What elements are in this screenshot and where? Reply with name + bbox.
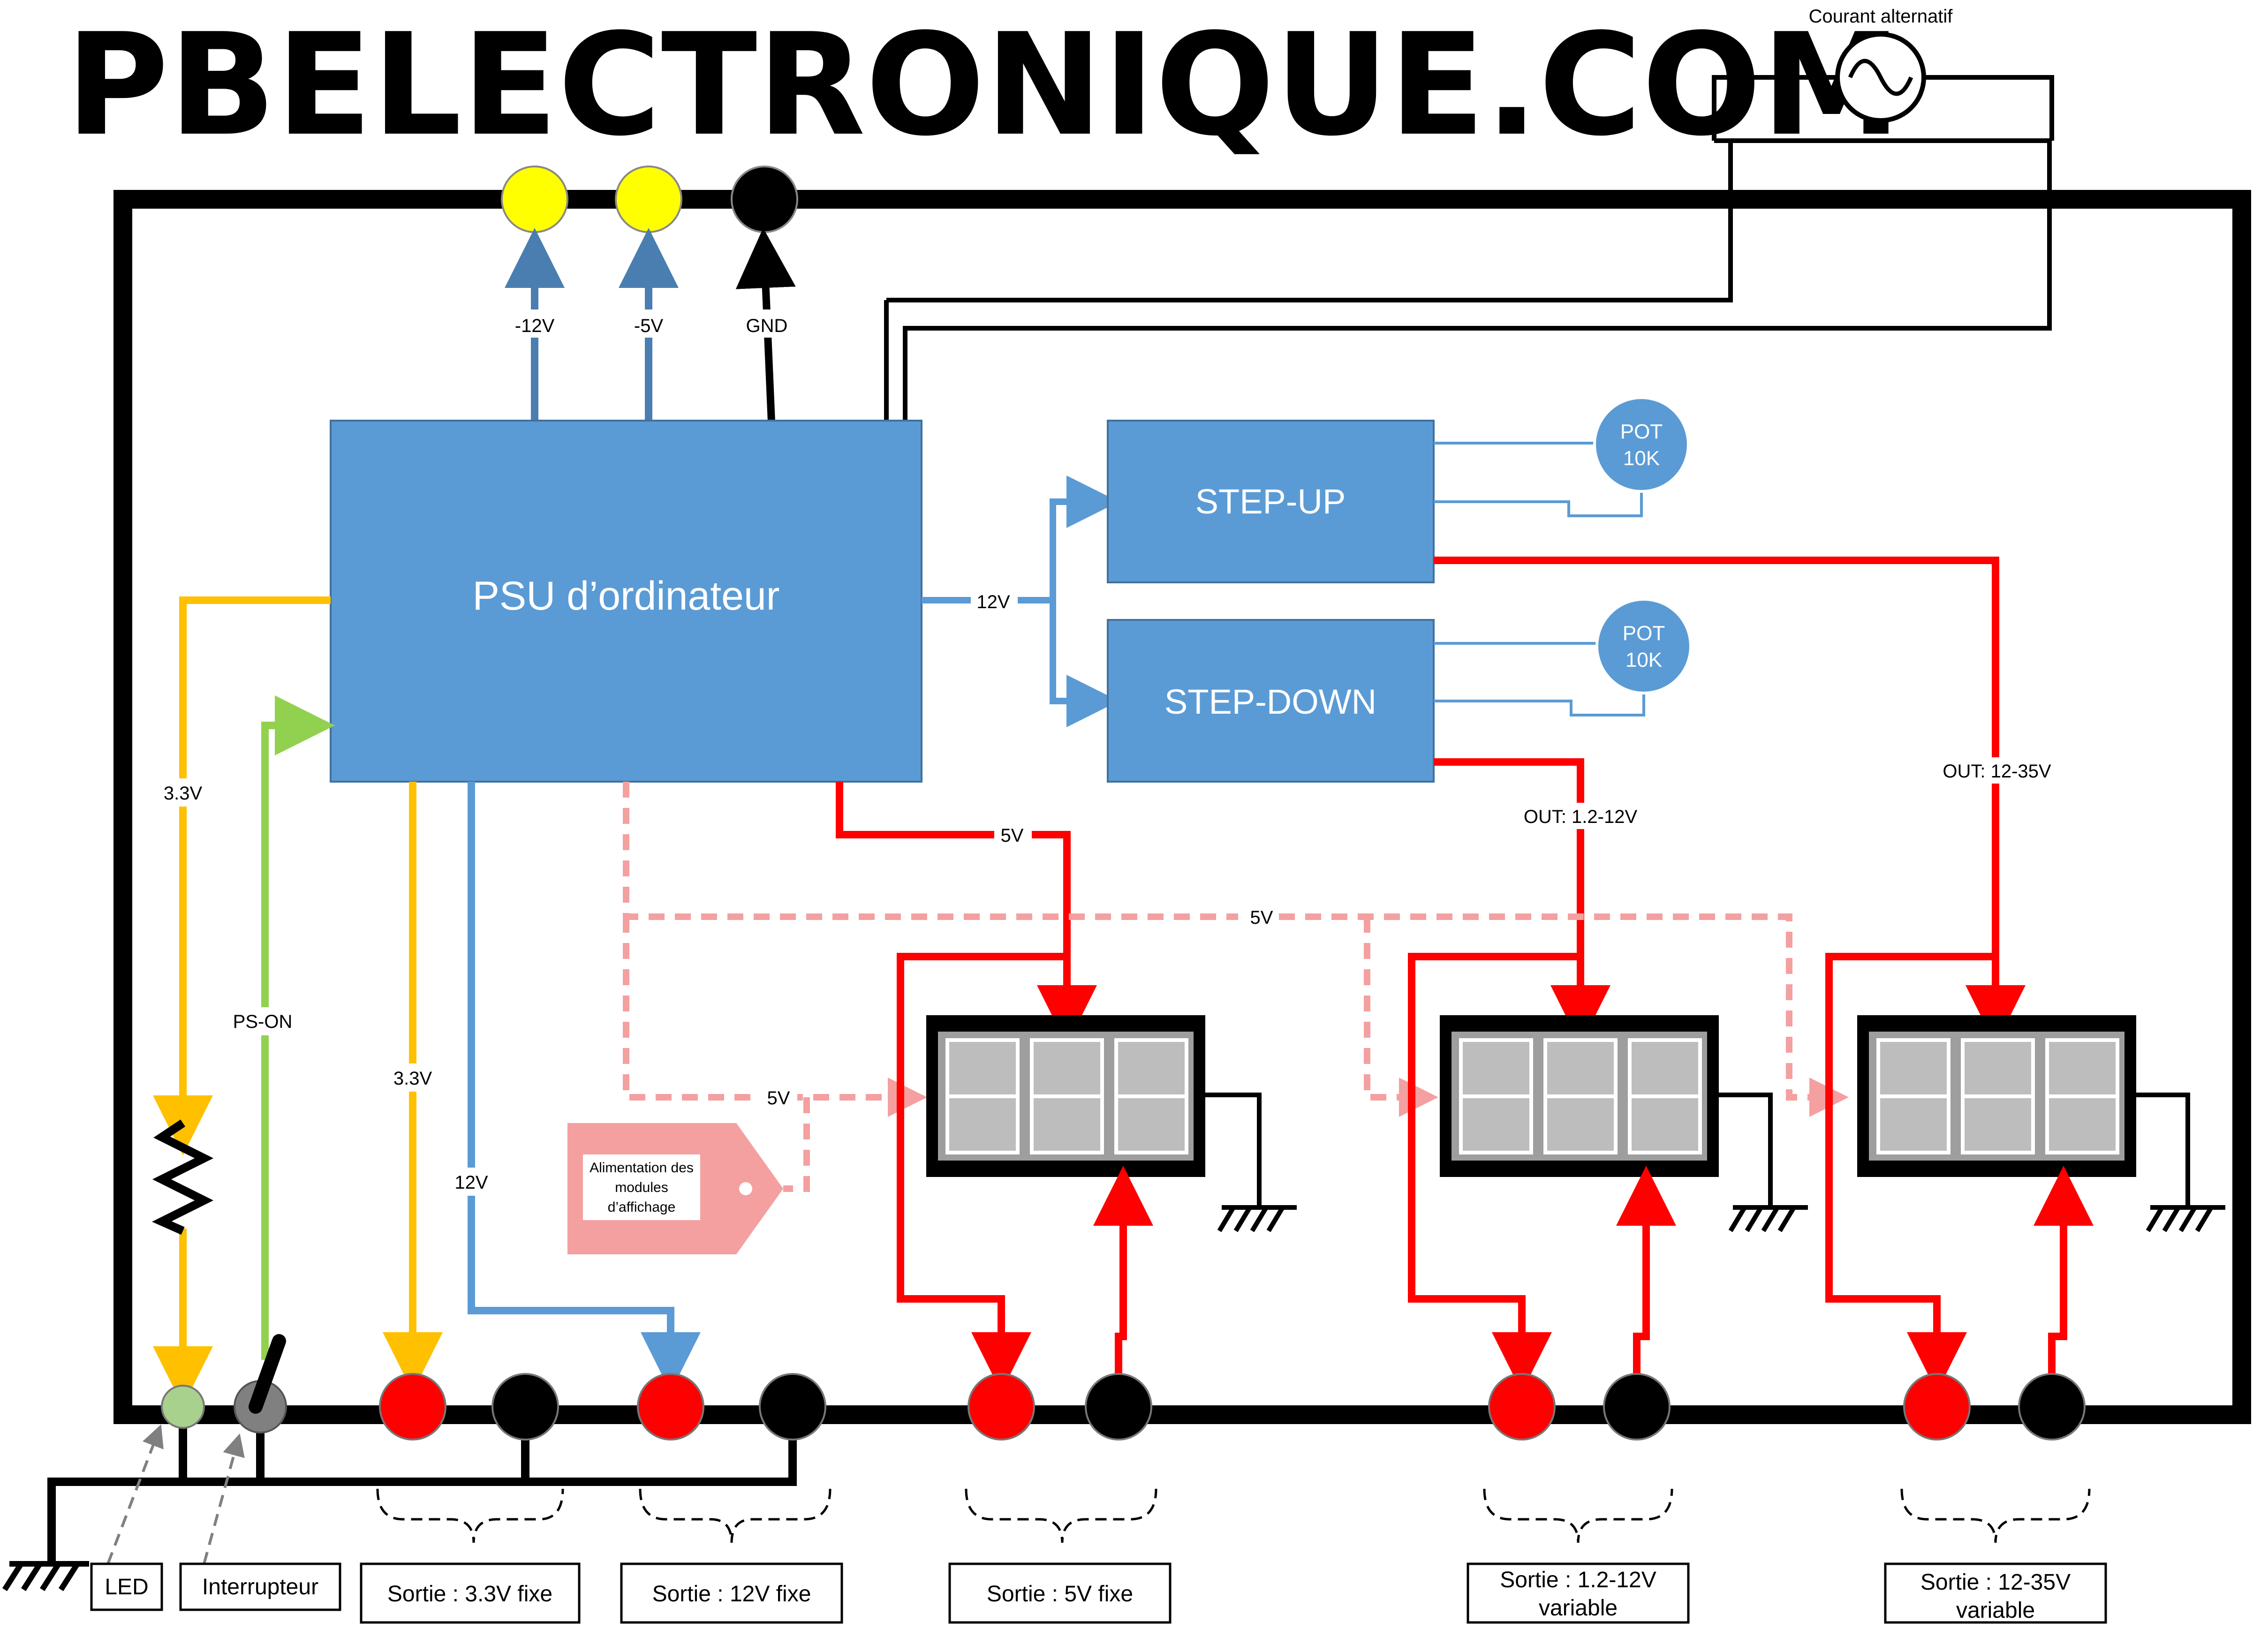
label-5v-dashed-top: 5V [1250,907,1273,928]
bottom-terminals [161,1334,2086,1440]
label-out-1-2-12: OUT: 1.2-12V [1524,807,1638,827]
ground-icon [2,1561,89,1591]
switch-lever-icon [249,1334,286,1414]
svg-text:LED: LED [105,1575,148,1599]
ac-source: Courant alternatif [1714,6,2052,123]
terminal-minus5[interactable] [615,166,682,233]
label-ps-on: PS-ON [233,1011,293,1032]
svg-text:Sortie : 12-35V: Sortie : 12-35V [1920,1570,2071,1595]
resistor-icon [151,1119,214,1235]
display-power-tag: Alimentation des modules d’affichage [567,1123,783,1254]
step-down-block [1107,619,1435,783]
top-terminals [501,166,798,233]
svg-text:Sortie : 1.2-12V: Sortie : 1.2-12V [1500,1568,1656,1592]
label-minus5: -5V [634,316,664,336]
terminal-var35-neg[interactable] [2018,1373,2086,1440]
display-module-1-2-12v [1440,1015,1719,1177]
ac-label: Courant alternatif [1809,6,1953,27]
terminal-var35-pos[interactable] [1903,1373,1971,1440]
step-down-pot[interactable] [1595,598,1692,694]
terminal-5v-neg[interactable] [1085,1373,1152,1440]
terminal-gnd-top[interactable] [731,166,798,233]
label-box-12v [620,1562,843,1624]
terminal-12v-neg[interactable] [759,1373,826,1440]
psu-block [330,420,922,783]
terminal-var12-neg[interactable] [1603,1373,1671,1440]
terminal-5v-pos[interactable] [968,1373,1035,1440]
display-module-5v [926,1015,1205,1177]
step-up-block [1107,420,1435,583]
svg-text:modules: modules [615,1180,668,1195]
svg-text:POT: POT [1623,622,1665,645]
label-box-3-3v [360,1562,581,1624]
svg-text:variable: variable [1956,1598,2035,1623]
psu-label: PSU d’ordinateur [473,573,780,618]
label-box-var12 [1467,1562,1690,1624]
display-module-12-35v [1857,1015,2136,1177]
label-5v-red: 5V [1001,825,1024,846]
step-down-label: STEP-DOWN [1164,682,1376,721]
label-5v-dashed-left: 5V [767,1088,790,1109]
label-3-3v-left: 3.3V [164,783,203,804]
label-box-led [90,1562,163,1611]
terminal-var12-pos[interactable] [1488,1373,1556,1440]
svg-text:Interrupteur: Interrupteur [202,1575,318,1599]
label-minus12: -12V [515,316,555,336]
svg-text:variable: variable [1539,1596,1618,1621]
label-box-var35 [1884,1562,2107,1624]
label-3-3v-out: 3.3V [393,1068,432,1089]
sine-wave-icon [1848,59,1913,96]
terminal-minus12[interactable] [501,166,568,233]
label-box-5v [948,1562,1172,1624]
terminal-12v-pos[interactable] [637,1373,704,1440]
svg-text:Alimentation des: Alimentation des [590,1160,694,1176]
svg-text:10K: 10K [1623,447,1660,470]
terminal-3-3v-pos[interactable] [379,1373,446,1440]
label-gnd: GND [746,316,788,336]
svg-text:Sortie : 12V fixe: Sortie : 12V fixe [652,1582,811,1606]
label-12v-psu: 12V [976,592,1010,612]
step-up-pot[interactable] [1593,396,1690,493]
led-indicator [161,1385,205,1429]
svg-text:POT: POT [1620,420,1663,443]
label-out-12-35: OUT: 12-35V [1943,761,2051,782]
enclosure [113,190,2251,1424]
label-12v-out: 12V [454,1172,488,1193]
svg-text:Sortie : 5V fixe: Sortie : 5V fixe [987,1582,1133,1606]
svg-text:d’affichage: d’affichage [608,1199,676,1215]
step-up-label: STEP-UP [1195,482,1346,521]
svg-text:Sortie : 3.3V fixe: Sortie : 3.3V fixe [387,1582,552,1606]
terminal-3-3v-neg[interactable] [491,1373,559,1440]
label-box-interrupteur [179,1562,341,1611]
page-title: PBELECTRONIQUE.COM [66,3,1901,167]
svg-text:10K: 10K [1625,649,1662,671]
